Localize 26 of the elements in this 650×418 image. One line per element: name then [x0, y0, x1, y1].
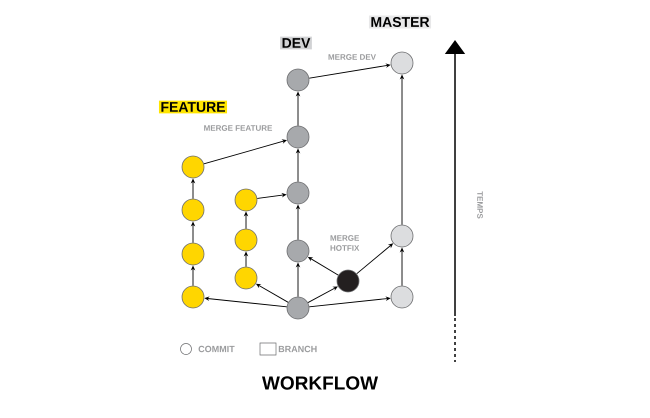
commit-circle: [182, 286, 204, 308]
axis-label: TEMPS: [477, 191, 483, 218]
branch-label: FEATURE: [158, 100, 228, 114]
title: WORKFLOW: [262, 376, 378, 390]
merge-label: MERGE HOTFIX: [330, 235, 360, 251]
commit-circle: [286, 126, 310, 148]
branch-label: DEV: [280, 36, 312, 50]
commit-circle: [234, 266, 258, 290]
commit-circle: [182, 156, 204, 178]
commit-circle: [182, 198, 204, 222]
commit-circle: [286, 68, 310, 92]
commit-circle: [286, 296, 310, 320]
commit-circle: [390, 286, 414, 308]
commit-circle: [182, 242, 204, 266]
commit-circle: [234, 188, 258, 212]
commit-circle: [286, 182, 310, 204]
edge-label: MERGE DEV: [327, 53, 377, 61]
commit-circle: [390, 224, 414, 248]
edge-label: MERGE FEATURE: [202, 124, 274, 132]
legend-label: COMMIT: [198, 346, 235, 352]
legend-label: BRANCH: [278, 346, 317, 352]
commit-circle: [234, 228, 258, 252]
branch-label: MASTER: [368, 16, 432, 28]
commit-circle: [286, 240, 310, 262]
commit-circle: [336, 270, 360, 292]
commit-circle: [390, 52, 414, 74]
